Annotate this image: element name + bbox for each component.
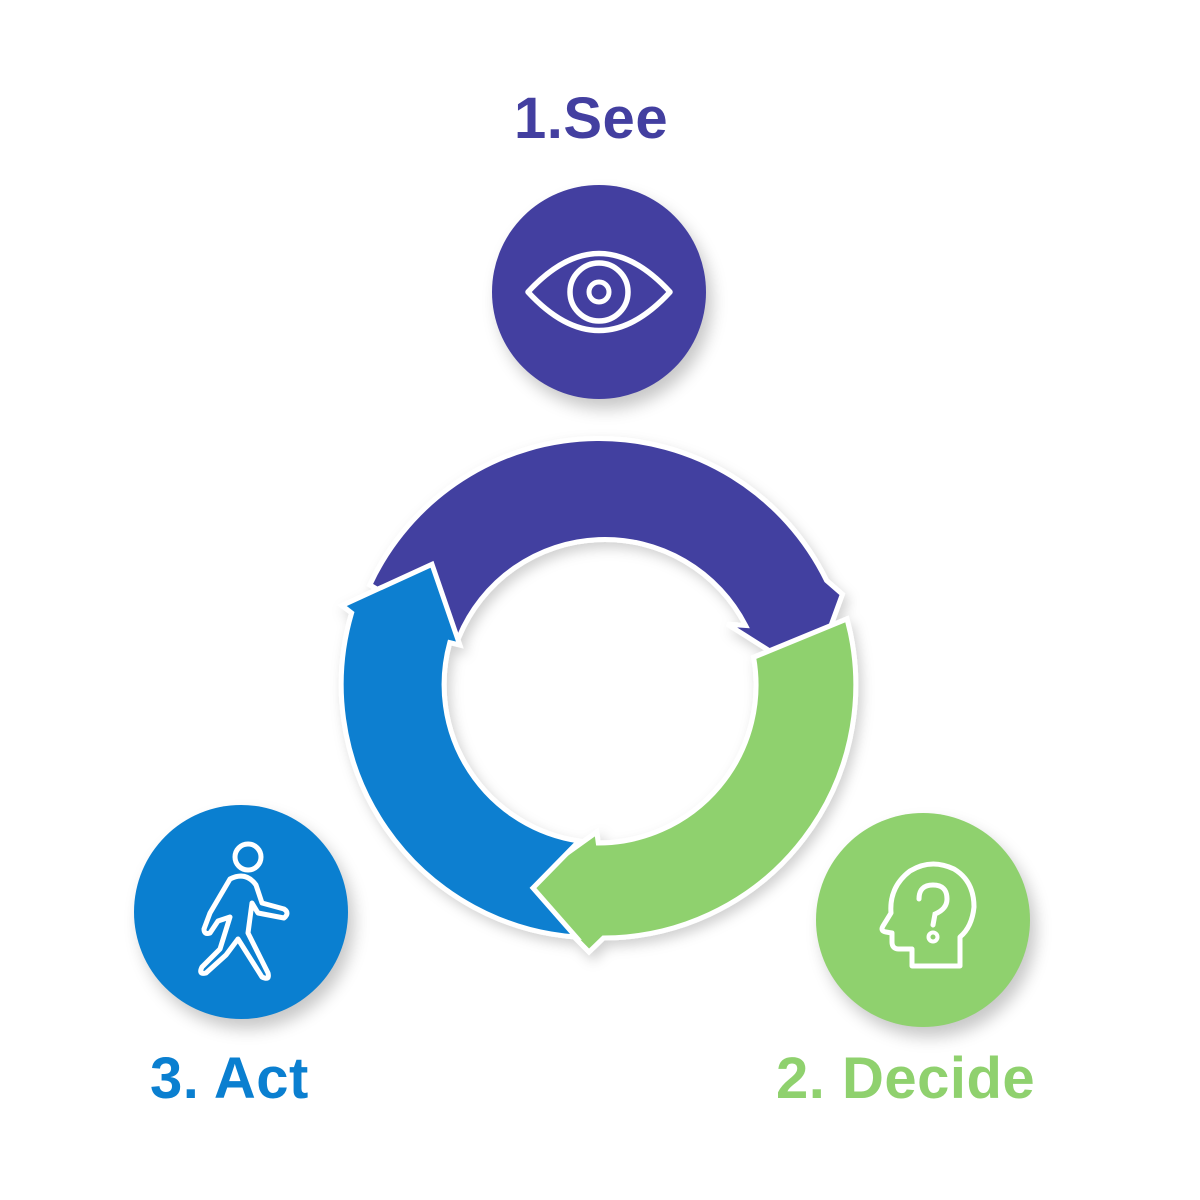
step-label-decide: 2. Decide: [776, 1046, 1036, 1111]
walking-person-icon: [198, 841, 290, 981]
eye-icon: [525, 250, 673, 334]
step-node-decide: [816, 813, 1030, 1027]
cycle-arrow-decide: [519, 615, 859, 956]
cycle-arrow-see: [366, 436, 846, 682]
step-node-act: [134, 805, 348, 1019]
step-label-see: 1.See: [514, 86, 669, 151]
cycle-arrow-act: [337, 560, 585, 940]
step-label-act: 3. Act: [150, 1046, 309, 1111]
head-question-icon: [879, 861, 977, 969]
step-node-see: [492, 185, 706, 399]
